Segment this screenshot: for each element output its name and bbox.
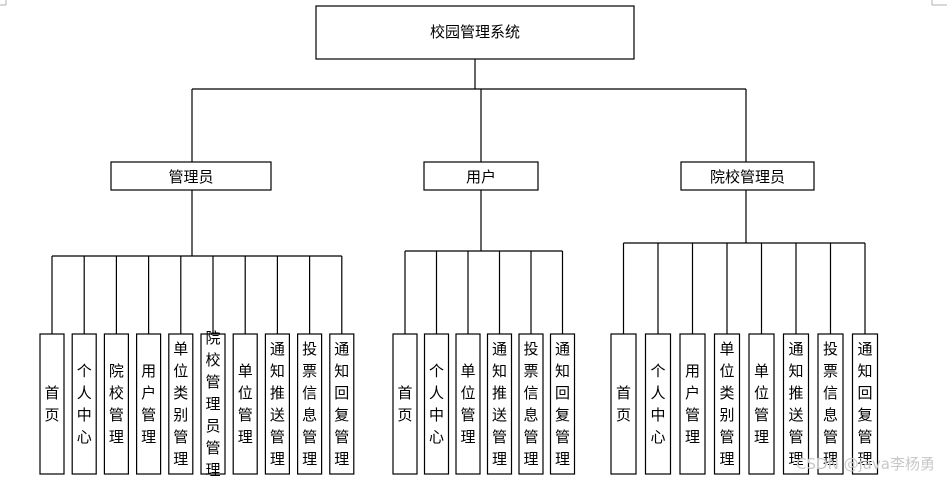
module-box — [200, 333, 226, 475]
root-connectors — [192, 59, 746, 90]
module-label: 院校管理 — [109, 362, 124, 446]
module-label: 首页 — [616, 384, 631, 424]
module-label: 首页 — [44, 384, 59, 424]
module-box — [455, 333, 481, 475]
module-label: 个人中心 — [650, 362, 665, 446]
module-box — [549, 333, 576, 475]
module-label: 个人中心 — [77, 362, 92, 446]
module-label: 单位类别管理 — [173, 340, 188, 468]
module-box — [610, 333, 637, 475]
watermark: CSDN @java李杨勇 — [796, 455, 935, 473]
module-box — [679, 333, 706, 475]
module-box — [71, 333, 97, 475]
module-box — [644, 333, 672, 475]
module-label: 单位管理 — [460, 362, 475, 446]
module-label: 单位管理 — [238, 362, 253, 446]
module-label: 用户管理 — [685, 362, 700, 446]
module-label: 通知回复管理 — [857, 340, 872, 468]
role-box — [680, 161, 815, 191]
module-box — [713, 333, 741, 475]
module-box — [486, 333, 513, 475]
role-label: 管理员 — [168, 168, 213, 186]
role-label: 院校管理员 — [710, 168, 785, 186]
module-label: 投票信息管理 — [302, 340, 317, 468]
module-label: 投票信息管理 — [823, 340, 838, 468]
module-box — [851, 333, 879, 475]
module-label: 通知回复管理 — [555, 340, 570, 468]
module-box — [39, 333, 65, 475]
module-box — [136, 333, 162, 475]
module-box — [297, 333, 323, 475]
module-box — [392, 333, 418, 475]
module-box — [817, 333, 844, 475]
module-label: 院校管理员管理 — [205, 329, 220, 479]
module-label: 单位管理 — [754, 362, 769, 446]
module-box — [748, 333, 775, 475]
module-label: 通知回复管理 — [334, 340, 349, 468]
module-label: 通知推送管理 — [270, 340, 285, 468]
root-box — [315, 5, 635, 60]
role-box — [110, 161, 272, 191]
module-box — [232, 333, 258, 475]
module-label: 通知推送管理 — [492, 340, 507, 468]
module-box — [103, 333, 130, 475]
module-label: 单位类别管理 — [719, 340, 734, 468]
module-box — [329, 333, 355, 475]
module-label: 通知推送管理 — [788, 340, 803, 468]
module-label: 投票信息管理 — [523, 340, 538, 468]
role-label: 用户 — [466, 168, 496, 186]
module-label: 个人中心 — [429, 362, 444, 446]
module-box — [168, 333, 194, 475]
role-box — [423, 161, 539, 191]
page-corner-marks — [0, 0, 947, 6]
module-box — [423, 333, 450, 475]
module-label: 用户管理 — [141, 362, 156, 446]
root-label: 校园管理系统 — [430, 23, 520, 41]
module-box — [782, 333, 810, 475]
module-label: 首页 — [397, 384, 412, 424]
module-box — [264, 333, 290, 475]
module-box — [518, 333, 544, 475]
